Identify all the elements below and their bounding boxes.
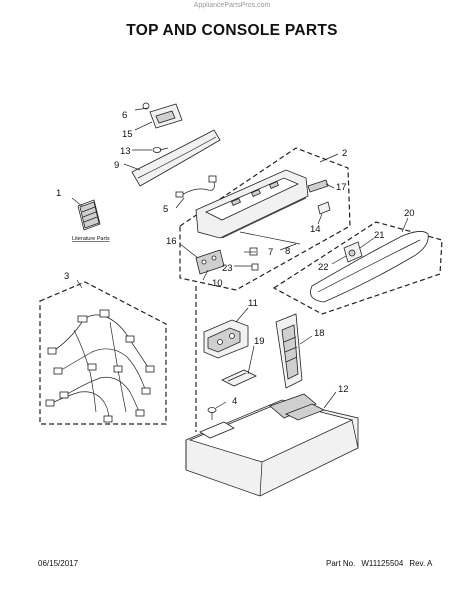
main-wire-harness [45,309,155,423]
callout-10: 10 [212,278,223,289]
lint-filter-18 [275,313,303,389]
electronic-control-11 [203,319,249,359]
screw-4 [207,407,217,420]
callout-18: 18 [314,328,325,339]
control-board-16 [195,249,225,275]
console-trim [131,129,221,187]
callout-13: 13 [120,146,131,157]
callout-5: 5 [163,204,168,215]
part-number: W11125504 [361,559,404,568]
plate-19 [221,369,257,387]
console-assembly-boundary [179,147,351,291]
callout-9: 9 [114,160,119,171]
callout-6: 6 [122,110,127,121]
console-panel [195,169,309,239]
small-parts-7-23 [239,231,301,271]
callout-7: 7 [268,247,273,258]
footer-part-info: Part No. W11125504 Rev. A [326,559,438,568]
harness-boundary [39,281,167,425]
callout-17: 17 [336,182,347,193]
callout-1: 1 [56,188,61,199]
footer-date: 06/15/2017 [38,559,79,568]
callout-12: 12 [338,384,349,395]
console-cover [310,231,429,303]
callout-23: 23 [222,263,233,274]
leader-lines [71,107,409,409]
small-wire-harness [175,175,217,198]
top-panel-12 [185,393,359,497]
callout-3: 3 [64,271,69,282]
callout-16: 16 [166,236,177,247]
part-number-label: Part No. [326,559,356,568]
literature-parts-label: Literature Parts [72,236,110,242]
callout-4: 4 [232,396,237,407]
console-bracket [142,102,183,129]
watermark: AppliancePartsPros.com [193,2,271,9]
callout-8: 8 [285,246,290,257]
callout-14: 14 [310,224,321,235]
callout-11: 11 [248,298,258,309]
selector-knob [343,241,363,263]
callout-21: 21 [374,230,385,241]
literature-part [77,199,101,231]
part-17-bracket [307,179,331,215]
callout-15: 15 [122,129,133,140]
callout-19: 19 [254,336,265,347]
screw-13 [152,147,169,153]
callout-22: 22 [318,262,329,273]
revision: Rev. A [409,559,433,568]
page-title: TOP AND CONSOLE PARTS [126,22,338,39]
callout-2: 2 [342,148,347,159]
callout-20: 20 [404,208,415,219]
